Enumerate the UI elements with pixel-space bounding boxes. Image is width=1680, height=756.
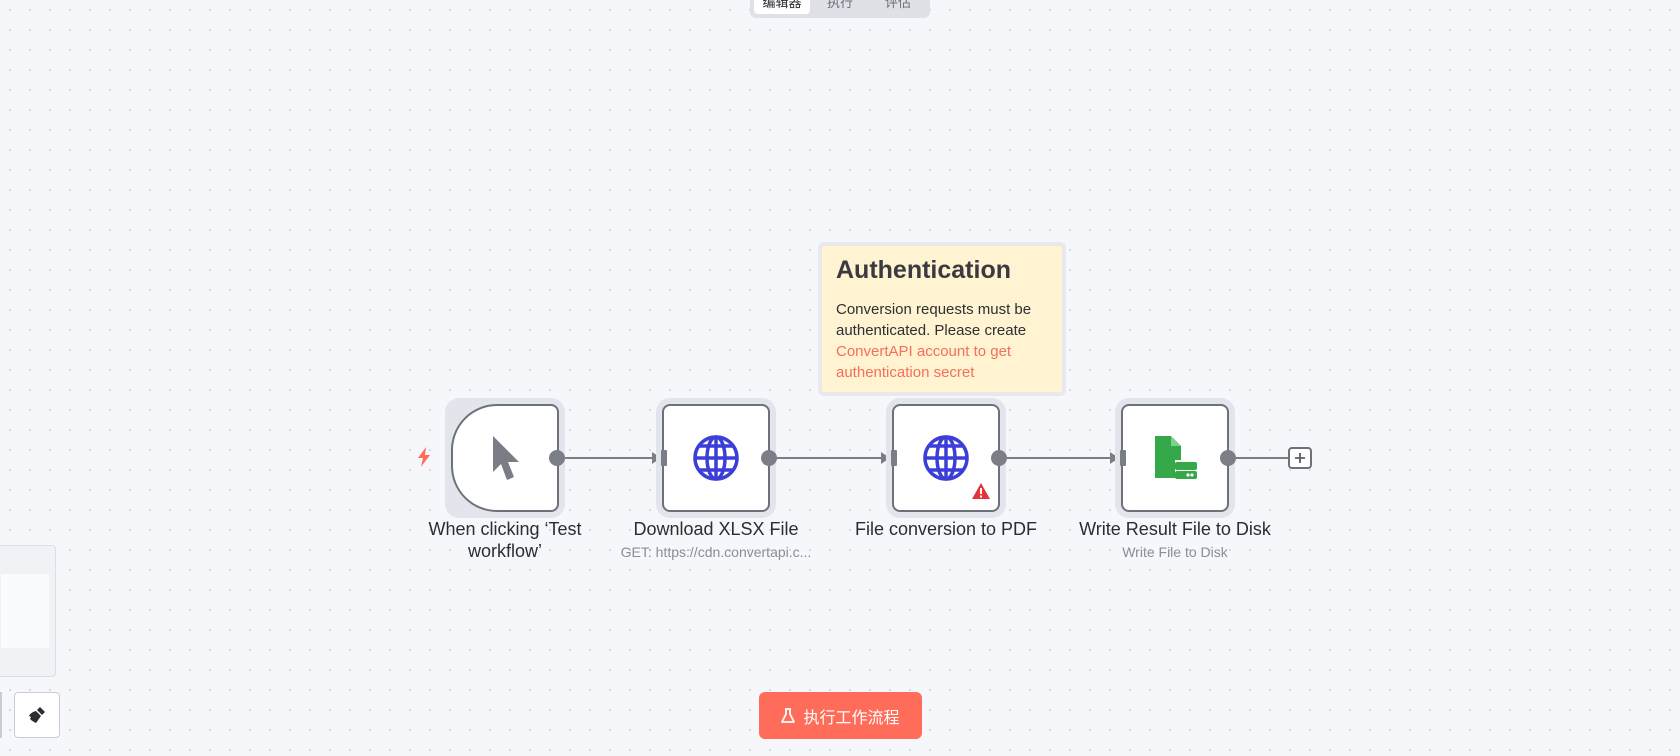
node-manual-trigger-title: When clicking ‘Test workflow’ [428, 519, 582, 561]
connection-1-2[interactable] [565, 457, 657, 459]
node-3-output-port[interactable] [991, 450, 1007, 466]
sticky-note-title: Authentication [836, 256, 1011, 284]
file-write-icon [1155, 436, 1197, 479]
node-manual-trigger-body[interactable] [451, 404, 559, 512]
node-4-input-port[interactable] [1120, 450, 1126, 466]
node-file-conversion-body[interactable] [892, 404, 1000, 512]
node-download-xlsx-title: Download XLSX File [633, 519, 799, 539]
connection-2-3[interactable] [777, 457, 885, 459]
tab-executions[interactable]: 执行 [826, 0, 853, 10]
node-manual-trigger[interactable] [445, 398, 565, 518]
cursor-icon [493, 436, 519, 480]
warning-icon[interactable] [971, 482, 991, 505]
broom-icon [29, 707, 45, 723]
node-4-output-port[interactable] [1220, 450, 1236, 466]
connection-3-4[interactable] [1007, 457, 1115, 459]
node-1-output-port[interactable] [549, 450, 565, 466]
sticky-note-link[interactable]: ConvertAPI account to get authentication… [836, 343, 1012, 381]
node-write-file-title: Write Result File to Disk [1079, 519, 1271, 539]
connection-3-4-arrow [1110, 452, 1119, 464]
globe-icon [693, 435, 739, 481]
flask-icon [781, 707, 796, 723]
add-node-button[interactable] [1288, 447, 1312, 469]
left-side-panel-content [1, 574, 49, 648]
node-3-input-port[interactable] [891, 450, 897, 466]
node-write-file-subtitle: Write File to Disk [1122, 544, 1228, 560]
connection-4-add [1236, 457, 1290, 459]
clear-execution-button[interactable] [14, 692, 60, 738]
sticky-note[interactable]: Authentication Conversion requests must … [818, 242, 1066, 396]
view-tabs: 编辑器 执行 评估 [750, 0, 930, 18]
tab-evaluations[interactable]: 评估 [884, 0, 911, 10]
plus-icon [1295, 453, 1305, 463]
sticky-note-body: Conversion requests must be authenticate… [836, 301, 1032, 339]
execute-workflow-label: 执行工作流程 [803, 709, 900, 727]
node-write-file-body[interactable] [1121, 404, 1229, 512]
tab-editor[interactable]: 编辑器 [754, 0, 810, 14]
node-download-xlsx-body[interactable] [662, 404, 770, 512]
node-download-xlsx[interactable] [656, 398, 776, 518]
connection-2-3-arrow [881, 452, 890, 464]
node-write-file[interactable] [1115, 398, 1235, 518]
node-file-conversion[interactable] [886, 398, 1006, 518]
node-2-output-port[interactable] [761, 450, 777, 466]
globe-icon [923, 435, 969, 481]
left-toolbar-edge [0, 692, 2, 738]
left-side-panel [0, 545, 56, 677]
execute-workflow-button[interactable]: 执行工作流程 [759, 692, 922, 739]
node-download-xlsx-subtitle: GET: https://cdn.convertapi.c... [620, 544, 812, 560]
trigger-bolt-icon [416, 447, 432, 472]
node-2-input-port[interactable] [661, 450, 667, 466]
node-file-conversion-title: File conversion to PDF [854, 519, 1038, 539]
